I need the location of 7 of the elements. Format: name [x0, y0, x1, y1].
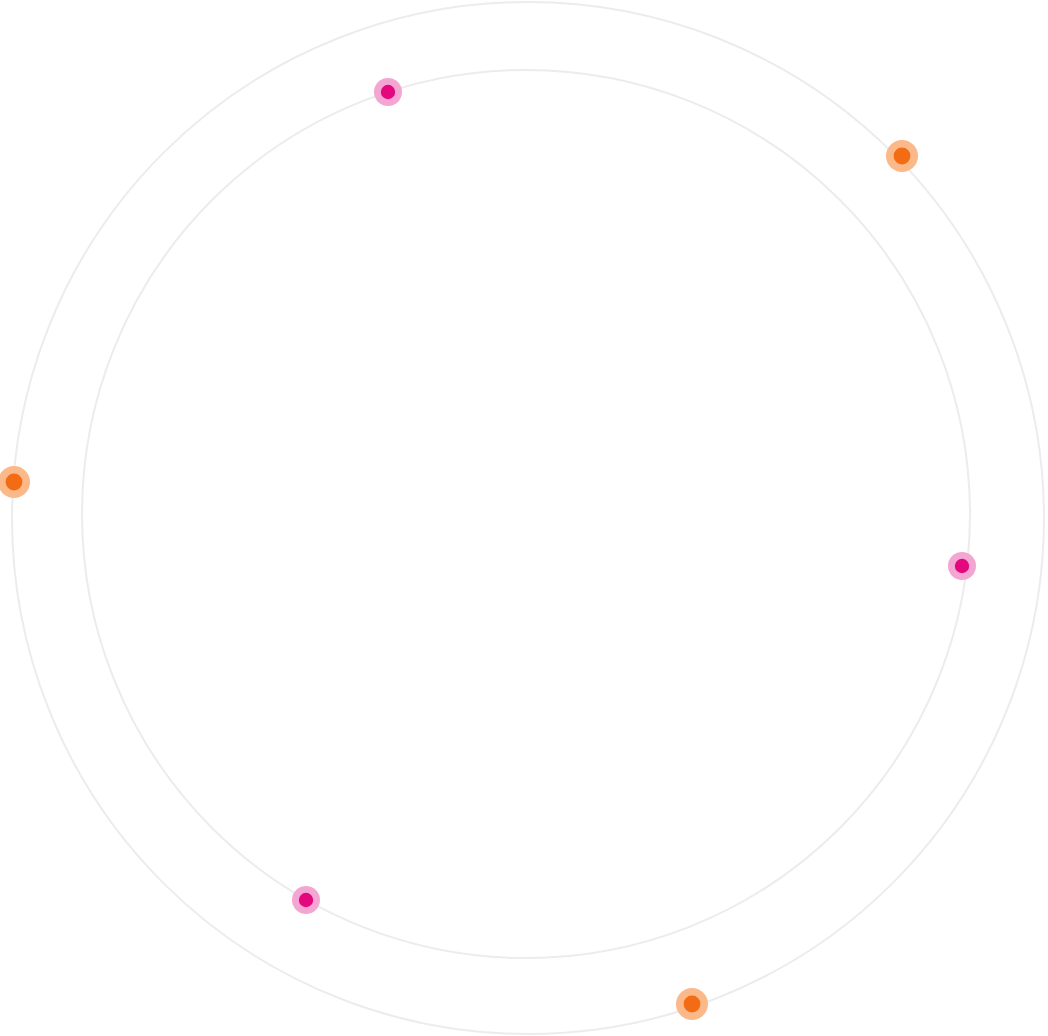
orbit-dot: [292, 886, 320, 914]
orbit-dot: [948, 552, 976, 580]
orbit-dot: [886, 140, 918, 172]
orbit-ring: [11, 1, 1045, 1035]
orbit-dot: [676, 988, 708, 1020]
orbit-dot: [374, 78, 402, 106]
orbit-ring: [81, 69, 971, 959]
